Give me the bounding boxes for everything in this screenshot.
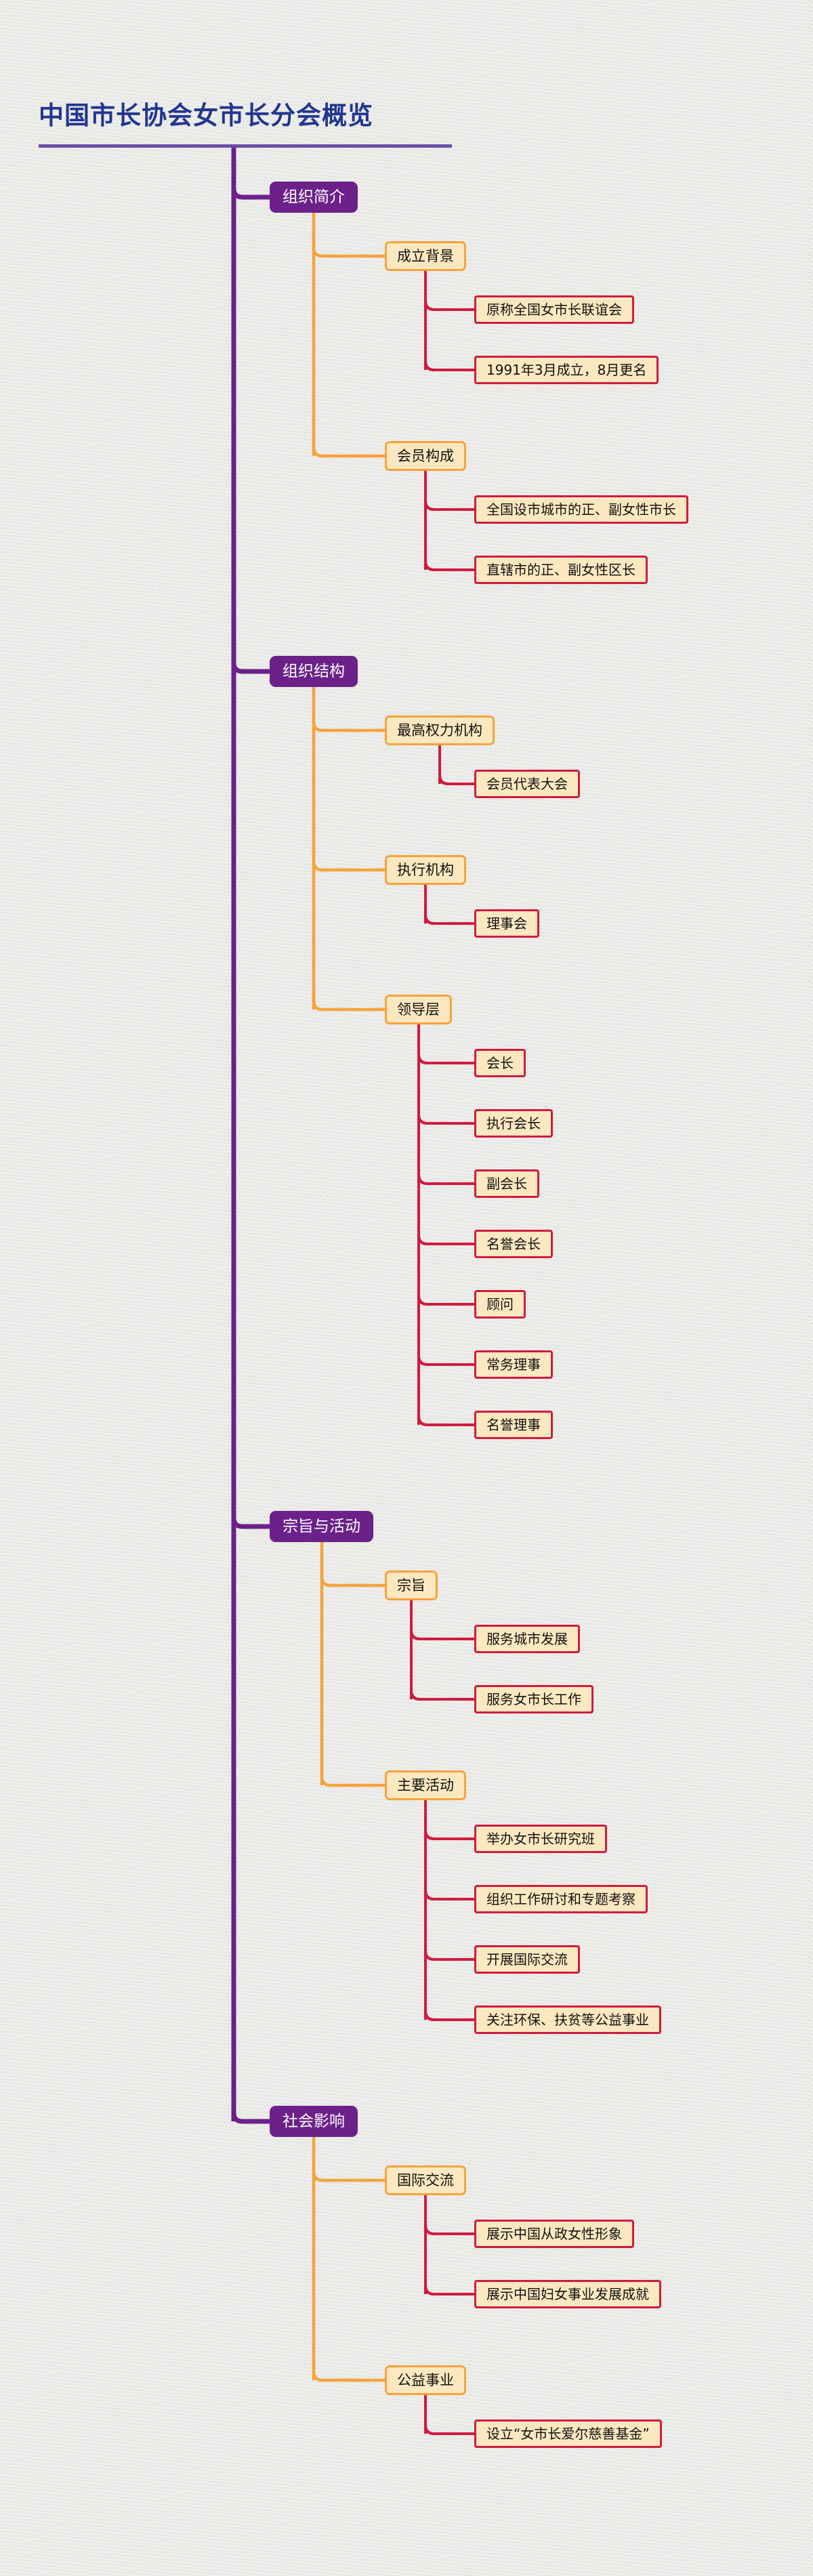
node-label: 领导层	[397, 1001, 440, 1018]
leaf-node[interactable]: 服务女市长工作	[474, 1685, 593, 1713]
node-label: 宗旨与活动	[283, 1517, 360, 1535]
leaf-node[interactable]: 展示中国妇女事业发展成就	[474, 2280, 661, 2308]
leaf-node[interactable]: 展示中国从政女性形象	[474, 2220, 634, 2248]
sub-node[interactable]: 国际交流	[385, 2165, 466, 2195]
node-label: 展示中国妇女事业发展成就	[486, 2286, 649, 2302]
leaf-node[interactable]: 副会长	[474, 1169, 539, 1198]
sub-node[interactable]: 主要活动	[385, 1770, 466, 1800]
node-label: 会员构成	[397, 447, 454, 464]
sub-node[interactable]: 最高权力机构	[385, 715, 495, 745]
title-underline	[39, 144, 452, 148]
page-title: 中国市长协会女市长分会概览	[39, 101, 373, 130]
node-label: 服务女市长工作	[486, 1691, 581, 1707]
node-label: 常务理事	[486, 1356, 541, 1373]
node-label: 全国设市城市的正、副女性市长	[486, 501, 676, 518]
leaf-node[interactable]: 原称全国女市长联谊会	[474, 295, 634, 324]
node-label: 会员代表大会	[486, 776, 568, 792]
node-label: 副会长	[486, 1176, 527, 1192]
node-label: 举办女市长研究班	[486, 1831, 595, 1847]
node-label: 主要活动	[397, 1777, 454, 1793]
leaf-node[interactable]: 名誉会长	[474, 1230, 553, 1258]
node-label: 服务城市发展	[486, 1631, 568, 1647]
node-label: 组织结构	[283, 662, 345, 680]
branch-node[interactable]: 宗旨与活动	[270, 1511, 373, 1542]
node-label: 最高权力机构	[397, 722, 482, 739]
sub-node[interactable]: 宗旨	[385, 1571, 438, 1600]
sub-node[interactable]: 执行机构	[385, 855, 466, 885]
node-label: 执行会长	[486, 1115, 541, 1131]
node-label: 国际交流	[397, 2172, 454, 2188]
leaf-node[interactable]: 设立“女市长爱尔慈善基金”	[474, 2419, 662, 2448]
leaf-node[interactable]: 服务城市发展	[474, 1625, 580, 1653]
leaf-node[interactable]: 执行会长	[474, 1109, 553, 1138]
node-label: 名誉理事	[486, 1417, 541, 1433]
branch-node[interactable]: 组织结构	[270, 656, 358, 687]
node-label: 执行机构	[397, 861, 454, 878]
node-label: 社会影响	[283, 2112, 345, 2130]
node-label: 名誉会长	[486, 1236, 541, 1252]
leaf-node[interactable]: 理事会	[474, 909, 539, 938]
node-label: 公益事业	[397, 2371, 454, 2388]
branch-node[interactable]: 组织简介	[270, 182, 358, 213]
leaf-node[interactable]: 会员代表大会	[474, 770, 580, 798]
node-label: 1991年3月成立，8月更名	[486, 362, 647, 378]
leaf-node[interactable]: 顾问	[474, 1290, 526, 1318]
sub-node[interactable]: 会员构成	[385, 441, 466, 471]
sub-node[interactable]: 领导层	[385, 995, 452, 1024]
leaf-node[interactable]: 会长	[474, 1049, 526, 1077]
leaf-node[interactable]: 举办女市长研究班	[474, 1825, 607, 1853]
leaf-node[interactable]: 1991年3月成立，8月更名	[474, 356, 659, 384]
leaf-node[interactable]: 全国设市城市的正、副女性市长	[474, 495, 688, 524]
node-label: 顾问	[486, 1296, 514, 1312]
node-label: 设立“女市长爱尔慈善基金”	[486, 2426, 650, 2442]
node-label: 理事会	[486, 915, 527, 932]
node-label: 关注环保、扶贫等公益事业	[486, 2012, 649, 2028]
sub-node[interactable]: 成立背景	[385, 241, 466, 271]
leaf-node[interactable]: 组织工作研讨和专题考察	[474, 1885, 648, 1913]
node-label: 组织简介	[283, 188, 345, 206]
sub-node[interactable]: 公益事业	[385, 2365, 466, 2395]
node-label: 开展国际交流	[486, 1951, 568, 1968]
leaf-node[interactable]: 开展国际交流	[474, 1945, 580, 1974]
leaf-node[interactable]: 关注环保、扶贫等公益事业	[474, 2006, 661, 2034]
node-label: 原称全国女市长联谊会	[486, 302, 622, 318]
node-label: 成立背景	[397, 247, 454, 264]
node-label: 展示中国从政女性形象	[486, 2226, 622, 2242]
leaf-node[interactable]: 名誉理事	[474, 1411, 553, 1439]
node-label: 直辖市的正、副女性区长	[486, 562, 635, 578]
node-label: 会长	[486, 1055, 514, 1071]
leaf-node[interactable]: 直辖市的正、副女性区长	[474, 556, 648, 584]
node-label: 宗旨	[397, 1577, 425, 1594]
page-header: 中国市长协会女市长分会概览	[0, 0, 813, 161]
node-label: 组织工作研讨和专题考察	[486, 1891, 635, 1907]
branch-node[interactable]: 社会影响	[270, 2106, 358, 2137]
leaf-node[interactable]: 常务理事	[474, 1350, 553, 1379]
